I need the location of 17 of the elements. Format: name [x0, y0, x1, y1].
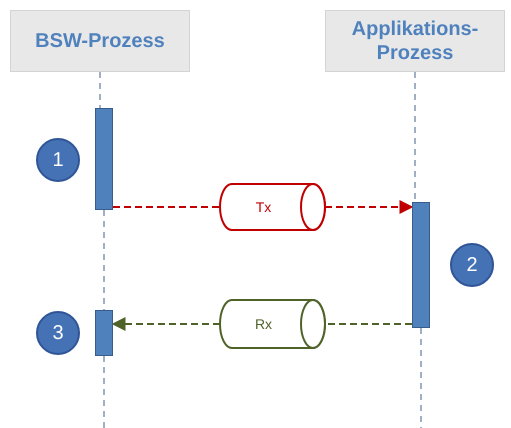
- step-number-circle: 1: [36, 138, 80, 182]
- lifeline: [103, 356, 105, 428]
- message-arrow: [325, 200, 414, 214]
- lifeline-header: BSW-Prozess: [10, 10, 190, 72]
- lifeline: [103, 210, 105, 310]
- lifeline: [420, 328, 422, 428]
- step-number-circle: 3: [36, 311, 80, 355]
- message-label: Tx: [256, 199, 272, 215]
- lifeline: [99, 72, 101, 108]
- step-number-circle: 2: [450, 243, 494, 287]
- lifeline: [414, 72, 416, 202]
- lifeline-header: Applikations-Prozess: [325, 10, 505, 72]
- activation-bar: [95, 108, 113, 210]
- message-arrow: [112, 317, 220, 331]
- message-label: Rx: [254, 316, 272, 332]
- activation-bar: [95, 310, 113, 356]
- activation-bar: [412, 202, 430, 328]
